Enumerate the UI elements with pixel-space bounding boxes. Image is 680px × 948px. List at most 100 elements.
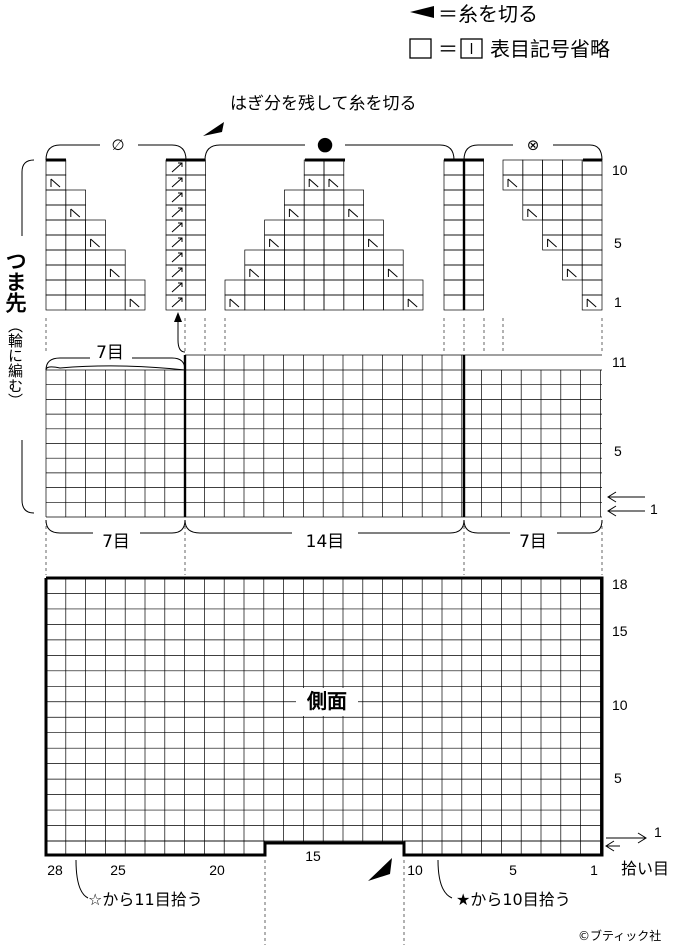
stitch-cell: [502, 159, 524, 176]
cross-stitch-symbol: [171, 237, 183, 248]
dec-stroke: [348, 208, 359, 218]
stitch-cell: [443, 219, 465, 236]
decrease-symbol: [566, 268, 577, 278]
stitch-cell: [581, 204, 603, 221]
stitch-cell: [264, 264, 285, 281]
legend-knit-note: 表目記号省略: [490, 37, 610, 61]
cut-yarn-legend-icon: [410, 6, 434, 18]
side-row1-arrow-lower-head: [605, 840, 615, 852]
stitch-cell: [85, 264, 106, 281]
side-row-label-10: 10: [612, 697, 628, 713]
stitch-cell: [323, 219, 345, 236]
up-arrow-line: [177, 318, 186, 353]
stitch-cell: [402, 279, 424, 296]
stitch-cell: [105, 249, 126, 266]
side-title-bg: [296, 688, 358, 716]
decrease-symbol: [348, 208, 359, 218]
cross-stitch-symbol: [171, 267, 183, 278]
stitch-cell: [284, 249, 305, 266]
stitch-cell: [303, 249, 325, 266]
toe-title: つま先: [3, 250, 27, 314]
side-row-label-15: 15: [612, 623, 628, 639]
stitch-cell: [542, 204, 563, 221]
decrease-symbol: [109, 268, 120, 278]
toe-brace: [21, 159, 35, 514]
stitch-cell: [303, 189, 325, 206]
side-col-label-10: 10: [407, 862, 423, 878]
side-outline: [44, 576, 604, 857]
stitch-cell: [264, 294, 285, 311]
stitch-cell: [443, 174, 465, 191]
stitch-cell: [45, 294, 67, 311]
toe-row-label-1: 1: [650, 501, 658, 517]
stitch-cell: [185, 279, 206, 296]
stitch-cell: [165, 249, 187, 266]
stitch-cell: [323, 264, 345, 281]
stitch-cell: [303, 264, 325, 281]
side-col-label-1: 1: [590, 862, 598, 878]
stitch-cell: [185, 264, 206, 281]
stitch-cell: [284, 189, 305, 206]
stitch-cell: [185, 204, 206, 221]
decrease-symbol: [129, 298, 140, 308]
stitch-cell: [581, 159, 603, 176]
dec-stroke: [269, 238, 279, 248]
side-row-label-18: 18: [612, 576, 628, 592]
stitch-cell: [581, 294, 603, 311]
stitch-cell: [542, 234, 563, 251]
decrease-symbol: [387, 268, 398, 278]
stitch-cell: [185, 219, 206, 236]
side-col-label-25: 25: [110, 862, 126, 878]
stitch-cell: [502, 174, 524, 191]
row1-arrow-lower-head: [607, 505, 617, 517]
stitch-cell: [343, 264, 364, 281]
knit-box-legend-icon: [460, 38, 483, 59]
decrease-symbol: [229, 298, 240, 308]
dec-stroke: [388, 268, 398, 278]
cross-stitch-symbol: [171, 282, 183, 293]
stitch-cell: [185, 294, 206, 311]
stitch-cell: [244, 249, 265, 266]
toe-bottom-label-center: 14目: [306, 532, 345, 552]
stitch-cell: [562, 189, 583, 206]
cross-stitch-symbol: [171, 192, 183, 203]
stitch-cell: [264, 234, 285, 251]
stitch-cell: [323, 174, 345, 191]
stitch-cell: [45, 264, 67, 281]
decrease-symbol: [407, 298, 418, 308]
stitch-cell: [323, 294, 345, 311]
stitch-cell: [303, 294, 325, 311]
purl-box-legend-icon: [409, 38, 432, 59]
decrease-symbol: [50, 178, 61, 188]
cross-stitch-symbol: [171, 297, 183, 308]
stitch-cell: [463, 294, 484, 311]
bracket-center: [204, 144, 455, 161]
stitch-cell: [284, 234, 305, 251]
stitch-cell: [165, 294, 187, 311]
stitch-cell: [581, 234, 603, 251]
stitch-cell: [303, 234, 325, 251]
dec-stroke: [527, 208, 538, 218]
decrease-symbol: [269, 238, 279, 248]
stitch-cell: [363, 219, 384, 236]
bracket-right: [463, 144, 603, 161]
stitch-cell: [363, 279, 384, 296]
dec-row-label-5: 5: [614, 235, 622, 251]
stitch-cell: [105, 264, 126, 281]
stitch-cell: [45, 204, 67, 221]
stitch-cell: [303, 174, 325, 191]
stitch-cell: [85, 279, 106, 296]
cut-yarn-marker-icon: [203, 122, 224, 136]
stitch-cell: [463, 249, 484, 266]
stitch-cell: [224, 279, 246, 296]
stitch-cell: [363, 294, 384, 311]
stitch-cell: [284, 279, 305, 296]
stitch-cell: [303, 159, 325, 176]
dec-stroke: [507, 178, 518, 188]
stitch-cell: [323, 189, 345, 206]
stitch-cell: [443, 234, 465, 251]
stitch-cell: [264, 249, 285, 266]
left-pickup-note: ☆から11目拾う: [88, 890, 203, 909]
decrease-symbol: [328, 178, 339, 188]
stitch-cell: [343, 249, 364, 266]
